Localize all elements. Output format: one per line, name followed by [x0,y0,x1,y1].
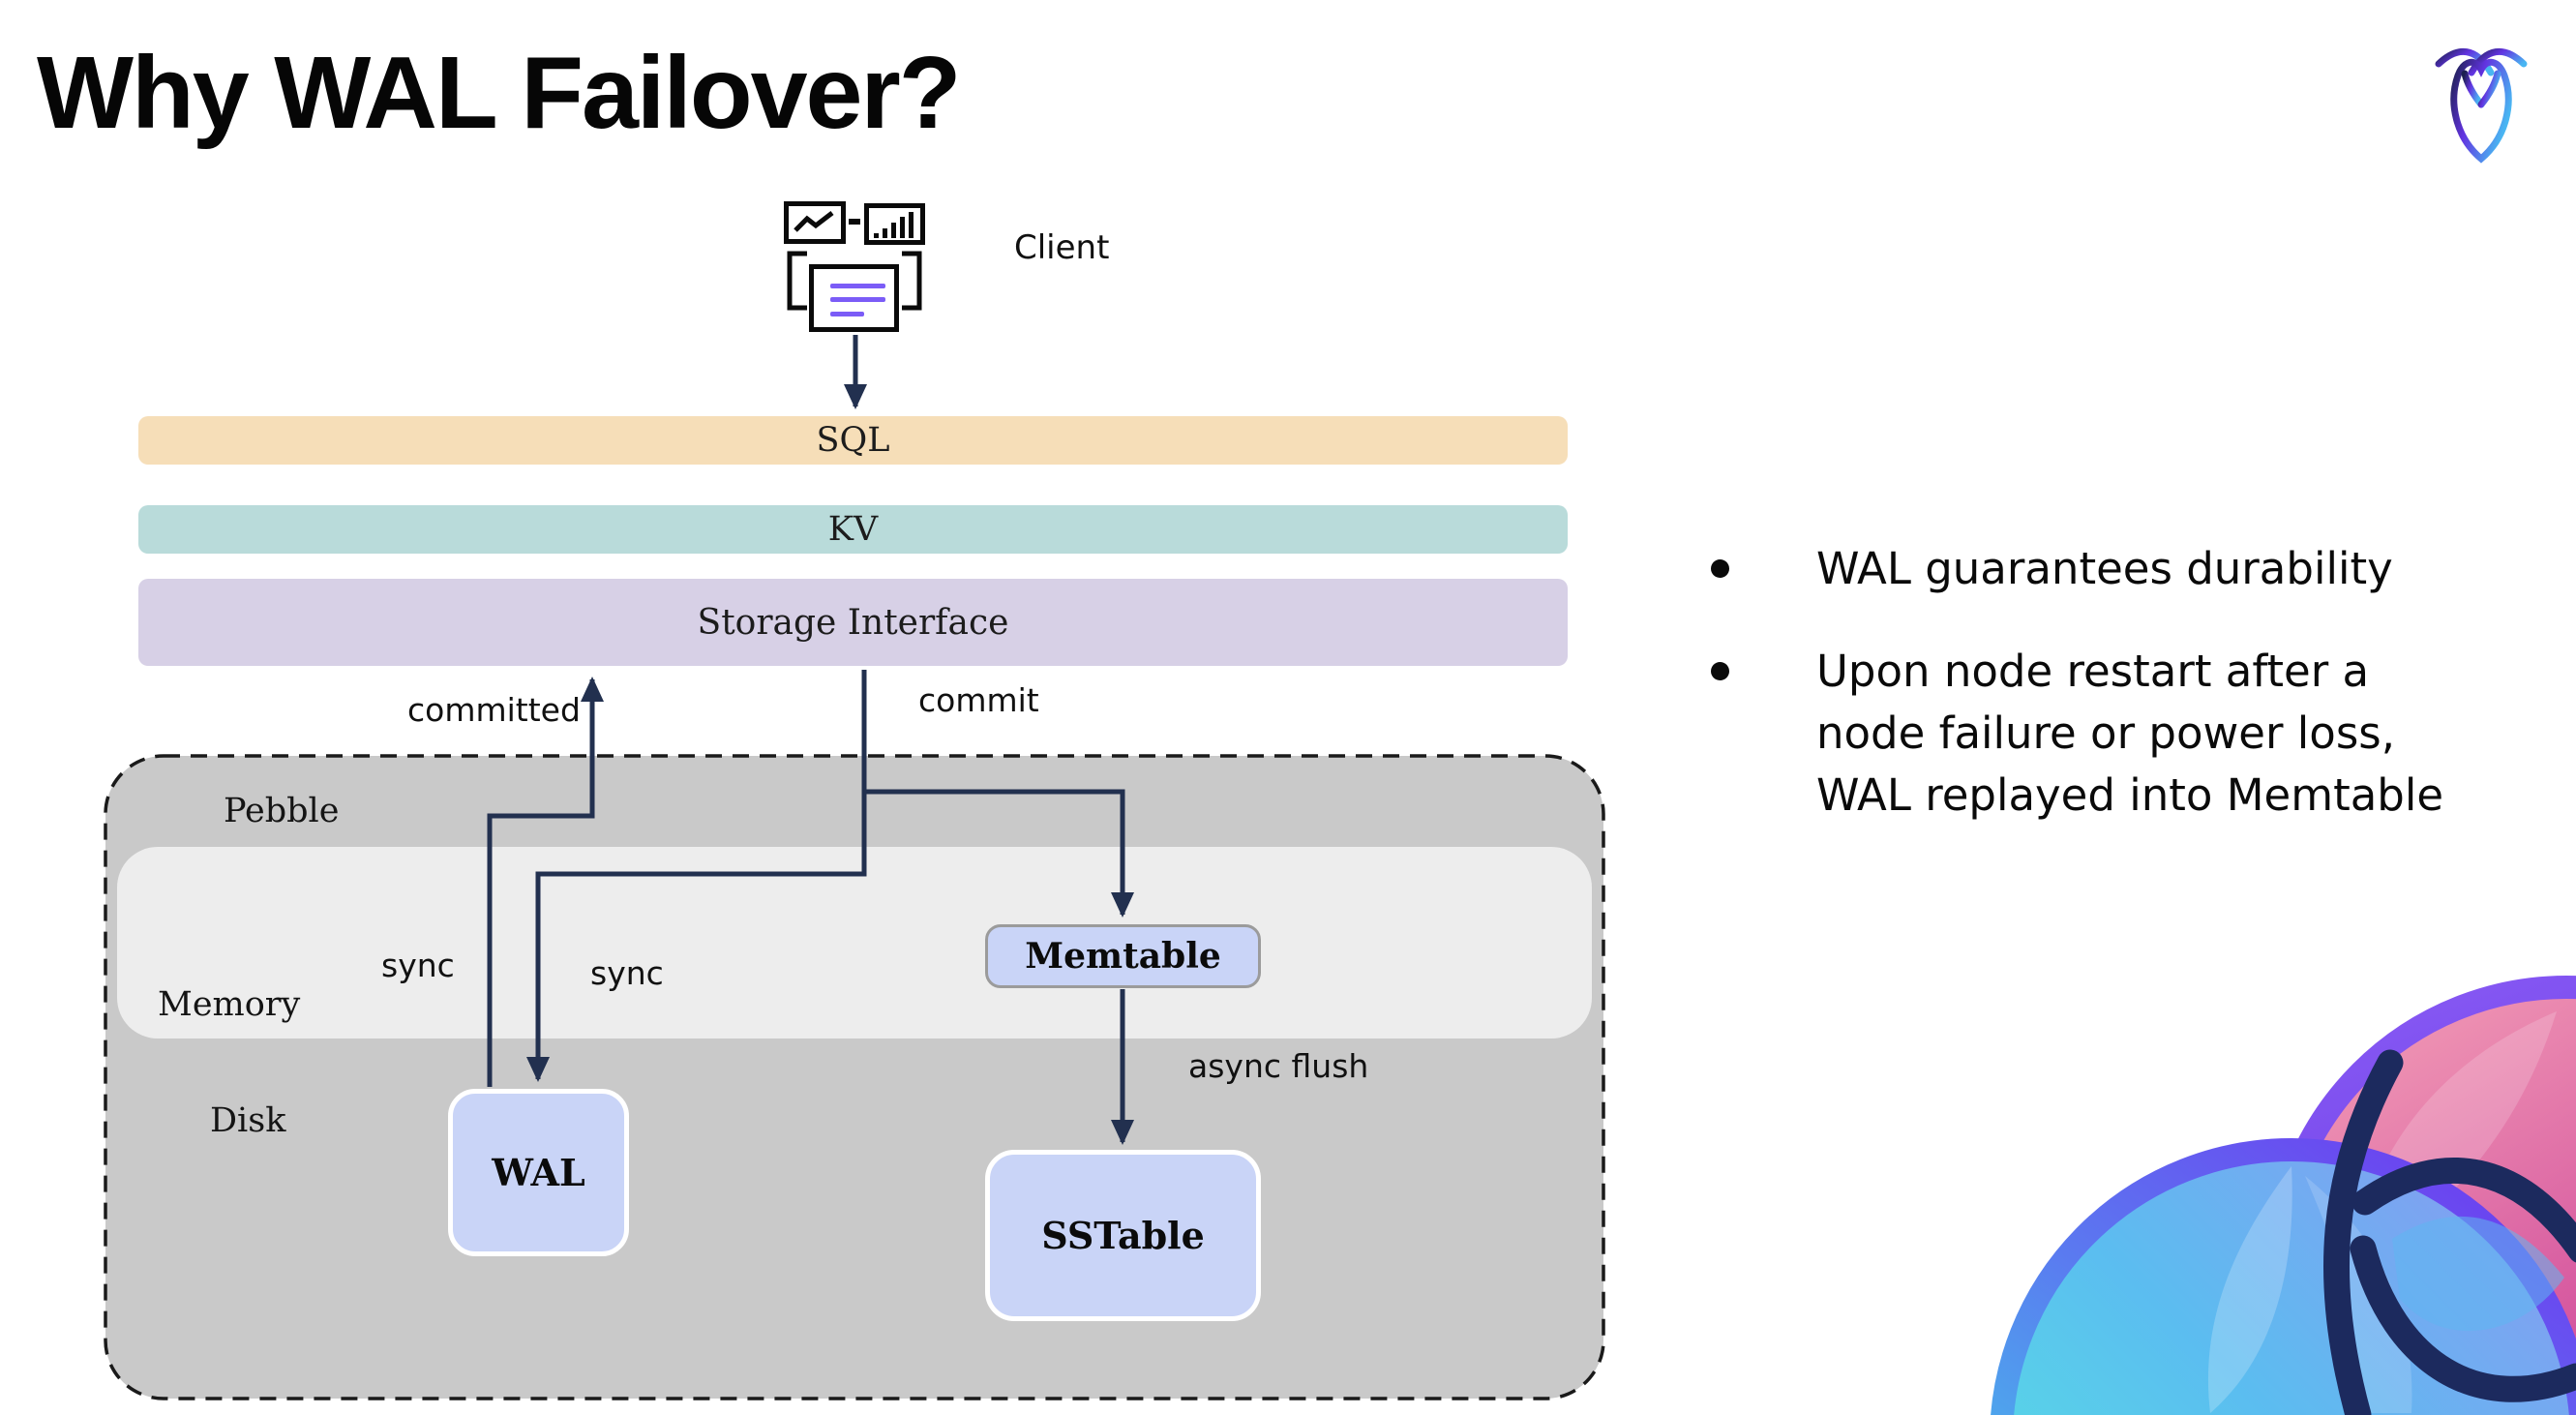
layer-sql: SQL [138,416,1568,465]
client-bar-chart-icon [864,203,925,245]
list-item: Upon node restart after a node failure o… [1711,641,2543,827]
client-line-chart-icon [784,201,846,244]
layer-storage-label: Storage Interface [697,602,1009,643]
memtable-label: Memtable [1025,936,1221,977]
committed-label: committed [407,691,581,729]
sstable-node: SSTable [985,1150,1261,1321]
bullet-line: WAL replayed into Memtable [1816,769,2444,821]
layer-storage-interface: Storage Interface [138,579,1568,666]
bullet-line: node failure or power loss, [1816,708,2396,759]
brand-art-graphic [1991,976,2576,1415]
client-label: Client [1014,228,1110,267]
bullet-dot [1711,559,1729,578]
sstable-label: SSTable [1041,1214,1205,1257]
bullet-line: WAL guarantees durability [1816,543,2393,594]
layer-sql-label: SQL [816,421,890,460]
memory-label: Memory [158,985,301,1024]
sync-right-label: sync [590,954,664,992]
sync-left-label: sync [381,947,455,984]
pebble-label: Pebble [224,792,340,830]
list-item: WAL guarantees durability [1711,538,2543,600]
page-title: Why WAL Failover? [37,36,961,150]
notes-list: WAL guarantees durability Upon node rest… [1711,538,2543,867]
bullet-line: Upon node restart after a [1816,646,2370,697]
cockroachdb-logo-icon [2435,47,2528,164]
wal-node: WAL [448,1089,629,1256]
wal-label: WAL [492,1151,585,1194]
client-dash-connector [849,219,860,225]
commit-label: commit [918,681,1039,719]
client-document-icon [809,264,899,332]
bullet-dot [1711,662,1729,680]
memory-band [117,847,1592,1039]
layer-kv-label: KV [827,510,879,549]
layer-kv: KV [138,505,1568,554]
memtable-node: Memtable [985,924,1261,988]
disk-label: Disk [210,1101,286,1140]
client-bracket-icon [787,251,922,311]
async-flush-label: async flush [1188,1047,1369,1085]
